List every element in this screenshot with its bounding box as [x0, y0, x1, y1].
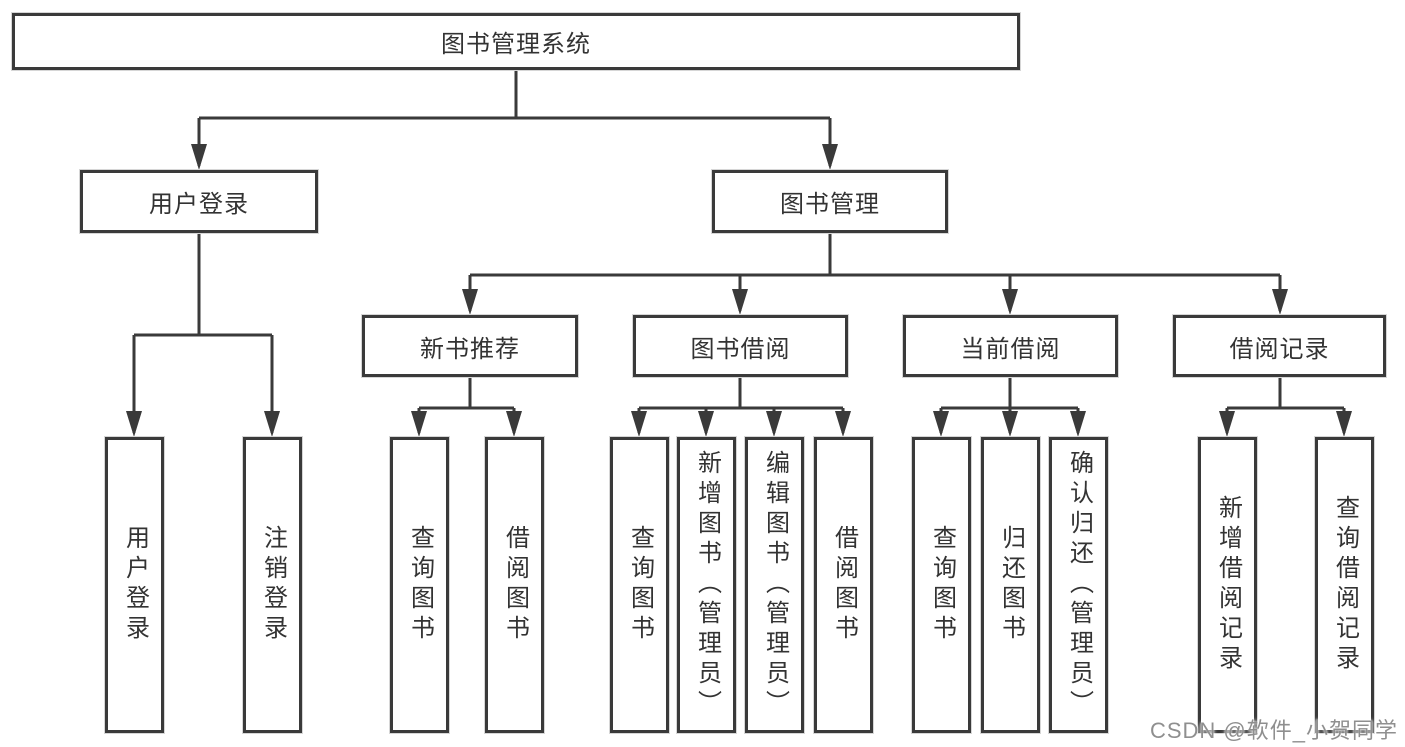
node-leaf-bb-edit-book: 编辑图书（管理员） [745, 437, 804, 733]
watermark-text: CSDN @软件_小贺同学 [1149, 718, 1398, 743]
node-root: 图书管理系统 [12, 13, 1020, 70]
node-book-mgmt: 图书管理 [712, 170, 948, 233]
node-current-borrow: 当前借阅 [903, 315, 1118, 377]
node-leaf-bb-query-book: 查询图书 [610, 437, 669, 733]
node-leaf-cb-return-book: 归还图书 [981, 437, 1040, 733]
node-book-borrow: 图书借阅 [633, 315, 848, 377]
node-leaf-br-query-record: 查询借阅记录 [1315, 437, 1374, 733]
node-borrow-records: 借阅记录 [1173, 315, 1386, 377]
node-leaf-rec-query-book: 查询图书 [390, 437, 449, 733]
node-leaf-bb-borrow-book: 借阅图书 [814, 437, 873, 733]
node-leaf-cb-confirm-return: 确认归还（管理员） [1049, 437, 1108, 733]
node-leaf-login: 用户登录 [105, 437, 164, 733]
node-leaf-cb-query-book: 查询图书 [912, 437, 971, 733]
node-leaf-br-add-record: 新增借阅记录 [1198, 437, 1257, 733]
node-leaf-bb-add-book: 新增图书（管理员） [677, 437, 736, 733]
node-new-book-rec: 新书推荐 [362, 315, 578, 377]
node-leaf-logout: 注销登录 [243, 437, 302, 733]
node-user-login: 用户登录 [80, 170, 318, 233]
node-leaf-rec-borrow-book: 借阅图书 [485, 437, 544, 733]
arrowheads [126, 144, 1352, 437]
